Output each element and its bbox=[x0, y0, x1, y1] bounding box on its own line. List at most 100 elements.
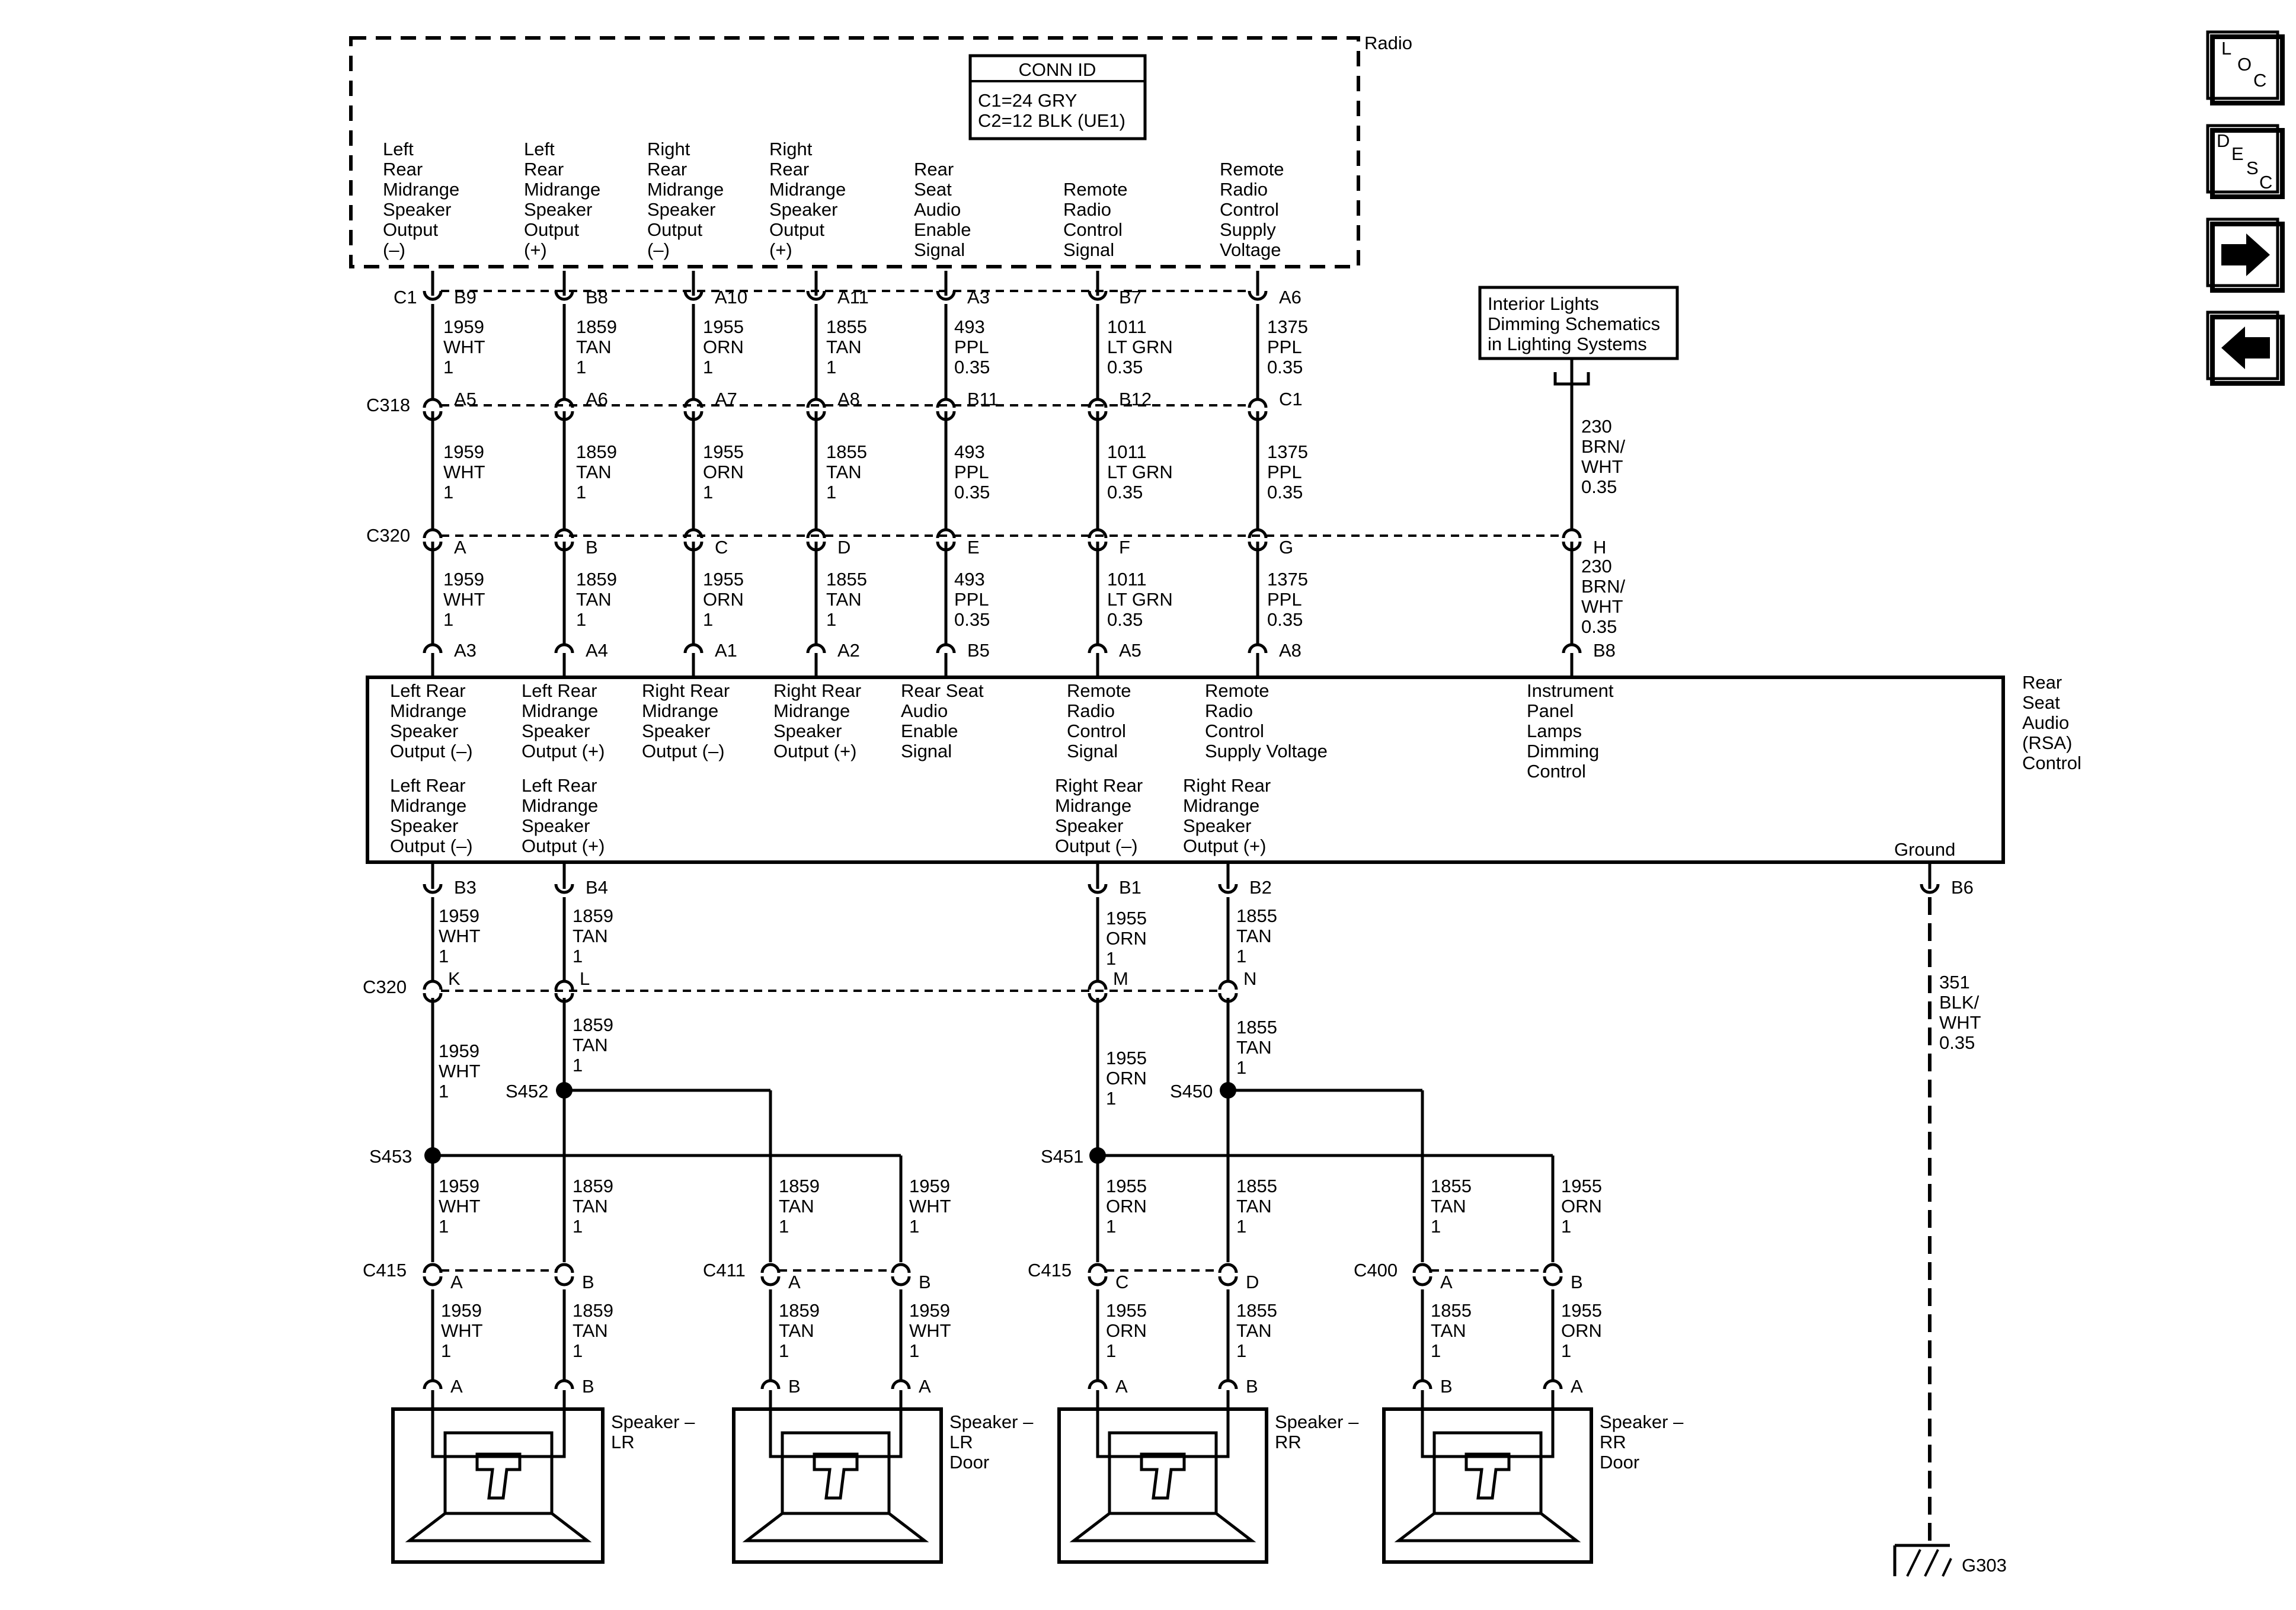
speaker-terminal-4 bbox=[891, 1379, 911, 1390]
wire-label-final-8-line-2: ORN bbox=[1561, 1320, 1602, 1341]
wire-label-lower-1-line-3: 1 bbox=[439, 946, 449, 966]
c318-terminal-5 bbox=[936, 398, 956, 408]
rsa-top-label-4-line-2: Midrange bbox=[773, 700, 850, 721]
wire-label-c-7-line-1: 1375 bbox=[1267, 569, 1308, 590]
radio-pin-7-label-line-5: Voltage bbox=[1220, 239, 1281, 260]
radio-pin-2-label-line-3: Midrange bbox=[524, 179, 600, 200]
c320-top-terminal-b-2 bbox=[554, 541, 574, 552]
wire-label-final-5-line-1: 1955 bbox=[1106, 1300, 1147, 1321]
wire-labels: 1959WHT11959WHT11959WHT11859TAN11859TAN1… bbox=[369, 316, 1981, 1361]
wire-label-b-2-line-3: 1 bbox=[576, 482, 586, 502]
c320-top-pin-8: H bbox=[1593, 537, 1606, 558]
wire-label-final-4-line-2: WHT bbox=[909, 1320, 951, 1341]
inline-terminal-b-5 bbox=[1088, 1276, 1108, 1286]
wire-label-c-5-line-1: 493 bbox=[954, 569, 985, 590]
rsa-top-label-3-line-2: Midrange bbox=[642, 700, 718, 721]
rsa-top-pin-8: B8 bbox=[1593, 640, 1616, 661]
rsa-bottom-label-4-line-2: Midrange bbox=[1183, 795, 1259, 816]
wire-label-b-3-line-2: ORN bbox=[703, 462, 744, 482]
rsa-top-label-2-line-3: Speaker bbox=[522, 721, 590, 741]
c320-top-terminal-8 bbox=[1562, 528, 1582, 539]
speaker-terminal-2 bbox=[554, 1379, 574, 1390]
inline-terminal-5 bbox=[1088, 1263, 1108, 1273]
c320-bottom-terminal-b-3 bbox=[1088, 993, 1108, 1003]
c415-left-name: C415 bbox=[363, 1260, 407, 1281]
c320-top-terminal-b-3 bbox=[683, 541, 703, 552]
speaker-pin-5: A bbox=[1115, 1376, 1128, 1397]
speaker-cone-icon-1 bbox=[405, 1512, 592, 1542]
rsa-bottom-label-4-line-4: Output (+) bbox=[1183, 836, 1266, 856]
wire-label-a-2-line-2: TAN bbox=[576, 337, 612, 357]
inline-terminal-b-1 bbox=[423, 1276, 443, 1286]
speaker-label-3-line-1: Speaker – bbox=[1275, 1411, 1359, 1432]
c318-terminal-2 bbox=[554, 398, 574, 408]
speaker-leads-1 bbox=[431, 1390, 566, 1458]
wire-label-mid-1-line-1: 1959 bbox=[439, 1041, 479, 1061]
wire-label-c-3-line-3: 1 bbox=[703, 609, 713, 630]
rsa-bottom-label-1-line-4: Output (–) bbox=[390, 836, 473, 856]
c415-right-name: C415 bbox=[1028, 1260, 1072, 1281]
wire-label-split-7-line-2: TAN bbox=[1431, 1196, 1466, 1217]
rsa-top-terminal-3 bbox=[683, 643, 703, 654]
speaker-box-2 bbox=[732, 1407, 943, 1564]
desc-button[interactable]: D E S C bbox=[2206, 124, 2285, 199]
inline-terminal-8 bbox=[1543, 1263, 1563, 1273]
rsa-title-line-5: Control bbox=[2022, 753, 2081, 773]
rsa-bottom-label-3-line-3: Speaker bbox=[1055, 815, 1123, 836]
radio-pin-7: A6 bbox=[1279, 287, 1302, 308]
back-arrow-button[interactable] bbox=[2206, 311, 2285, 386]
radio-pin-5-label-line-4: Enable bbox=[914, 219, 971, 240]
rsa-ground-label: Ground bbox=[1894, 839, 1955, 860]
rsa-bottom-label-4-line-3: Speaker bbox=[1183, 815, 1251, 836]
c318-terminal-b-4 bbox=[806, 411, 826, 421]
wire-label-a-4-line-1: 1855 bbox=[826, 316, 867, 337]
wire-label-mid-1-line-2: WHT bbox=[439, 1061, 481, 1081]
radio-pin-2-label-line-4: Speaker bbox=[524, 199, 592, 220]
splice-s451-dot bbox=[1089, 1147, 1106, 1164]
rsa-top-label-4-line-1: Right Rear bbox=[773, 680, 861, 701]
c411-name: C411 bbox=[703, 1260, 746, 1281]
speaker-box-1 bbox=[391, 1407, 605, 1564]
inline-pin-6: D bbox=[1246, 1272, 1259, 1292]
wire-label-b-7-line-1: 1375 bbox=[1267, 441, 1308, 462]
rsa-top-label-8-line-5: Control bbox=[1527, 761, 1586, 782]
splice-s453-label: S453 bbox=[369, 1146, 412, 1167]
c318-terminal-b-7 bbox=[1248, 411, 1268, 421]
radio-pin-4: A11 bbox=[837, 287, 869, 308]
wire-label-final-4-line-3: 1 bbox=[909, 1340, 919, 1361]
wire-label-a-6-line-3: 0.35 bbox=[1107, 357, 1143, 377]
radio-pin-3-label-line-3: Midrange bbox=[647, 179, 724, 200]
wire-label-b-6-line-3: 0.35 bbox=[1107, 482, 1143, 502]
wire-label-c-1-line-3: 1 bbox=[443, 609, 453, 630]
wire-label-c-6-line-1: 1011 bbox=[1107, 569, 1147, 590]
rsa-top-label-7-line-4: Supply Voltage bbox=[1205, 741, 1328, 761]
c318-terminal-b-2 bbox=[554, 411, 574, 421]
speaker-terminal-1 bbox=[423, 1379, 443, 1390]
conn-id-box: CONN ID C1=24 GRY C2=12 BLK (UE1) bbox=[968, 54, 1147, 140]
rsa-top-terminal-7 bbox=[1248, 643, 1268, 654]
rsa-bottom-label-3-line-4: Output (–) bbox=[1055, 836, 1138, 856]
rsa-bottom-pin-4: B2 bbox=[1249, 877, 1272, 898]
radio-pin-5-label-line-1: Rear bbox=[914, 159, 954, 180]
rsa-top-terminal-8 bbox=[1562, 643, 1582, 654]
wire-label-lower-4-line-2: TAN bbox=[1236, 926, 1272, 946]
rsa-bottom-label-1-line-1: Left Rear bbox=[390, 775, 466, 796]
wire-label-h-a-line-3: WHT bbox=[1581, 456, 1623, 477]
radio-pin-4-label-line-6: (+) bbox=[769, 239, 792, 260]
wire-label-a-2-line-3: 1 bbox=[576, 357, 586, 377]
rsa-top-label-6-line-4: Signal bbox=[1067, 741, 1118, 761]
radio-pin-2: B8 bbox=[586, 287, 608, 308]
wire-label-b-5-line-1: 493 bbox=[954, 441, 985, 462]
radio-pin-6-label-line-4: Signal bbox=[1063, 239, 1114, 260]
next-arrow-button[interactable] bbox=[2206, 217, 2285, 293]
conn-id-line-2: C2=12 BLK (UE1) bbox=[978, 110, 1125, 131]
rsa-bottom-label-2-line-4: Output (+) bbox=[522, 836, 605, 856]
rsa-top-label-7-line-2: Radio bbox=[1205, 700, 1253, 721]
wire-label-lower-2-line-1: 1859 bbox=[573, 905, 613, 926]
rsa-top-label-5-line-1: Rear Seat bbox=[901, 680, 984, 701]
loc-button[interactable]: L O C bbox=[2206, 30, 2285, 105]
speaker-pin-1: A bbox=[450, 1376, 463, 1397]
wire-label-final-8-line-1: 1955 bbox=[1561, 1300, 1602, 1321]
